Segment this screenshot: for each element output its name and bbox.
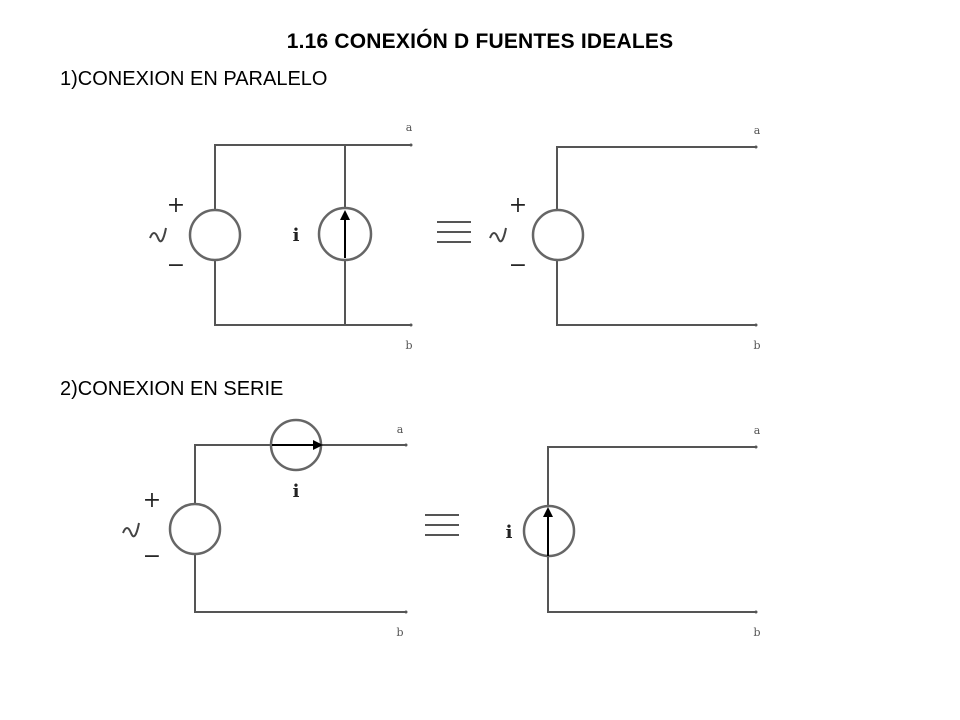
terminal-b-dot [754, 610, 758, 614]
plus-sign: + [143, 488, 161, 513]
wire-top [556, 146, 755, 210]
parallel-left-circuit: + − i a b [149, 121, 413, 352]
terminal-a-dot [754, 445, 758, 449]
wire-bottom [556, 260, 755, 326]
wire-bottom [194, 553, 405, 613]
terminal-a-dot [404, 443, 408, 447]
page-title: 1.16 CONEXIÓN D FUENTES IDEALES [286, 30, 674, 53]
terminal-b-label: b [396, 626, 403, 639]
wire-top [214, 144, 410, 210]
ac-wave-icon [489, 227, 507, 243]
minus-sign: − [167, 253, 185, 278]
current-label: i [506, 522, 513, 543]
terminal-a-dot [754, 145, 758, 149]
minus-sign: − [143, 544, 161, 569]
terminal-a-label: a [754, 124, 761, 137]
section-series-label: 2)CONEXION EN SERIE [60, 378, 284, 400]
wire-bottom [214, 260, 410, 326]
section-parallel-label: 1)CONEXION EN PARALELO [60, 68, 328, 90]
series-left-circuit: + − i a b [122, 418, 408, 639]
terminal-b-dot [404, 610, 408, 614]
terminal-b-label: b [753, 339, 760, 352]
voltage-source [188, 208, 242, 262]
terminal-a-dot [409, 143, 413, 147]
terminal-b-label: b [753, 626, 760, 639]
voltage-source [531, 208, 585, 262]
wire-left-top [194, 444, 272, 505]
minus-sign: − [509, 253, 527, 278]
terminal-a-label: a [406, 121, 413, 134]
terminal-b-dot [409, 323, 413, 327]
series-right-circuit: i a b [506, 424, 761, 639]
current-label: i [293, 225, 300, 246]
plus-sign: + [167, 193, 185, 218]
ac-wave-icon [149, 227, 167, 243]
equivalence-sign-parallel [437, 221, 471, 243]
terminal-a-label: a [397, 423, 404, 436]
terminal-b-label: b [405, 339, 412, 352]
current-label: i [293, 481, 300, 502]
equivalence-sign-series [425, 514, 459, 536]
terminal-b-dot [754, 323, 758, 327]
parallel-right-circuit: + − a b [489, 124, 761, 352]
terminal-a-label: a [754, 424, 761, 437]
plus-sign: + [509, 193, 527, 218]
wire-top [547, 446, 755, 506]
wire-bottom [547, 556, 755, 613]
ac-wave-icon [122, 522, 140, 538]
voltage-source [168, 502, 222, 556]
